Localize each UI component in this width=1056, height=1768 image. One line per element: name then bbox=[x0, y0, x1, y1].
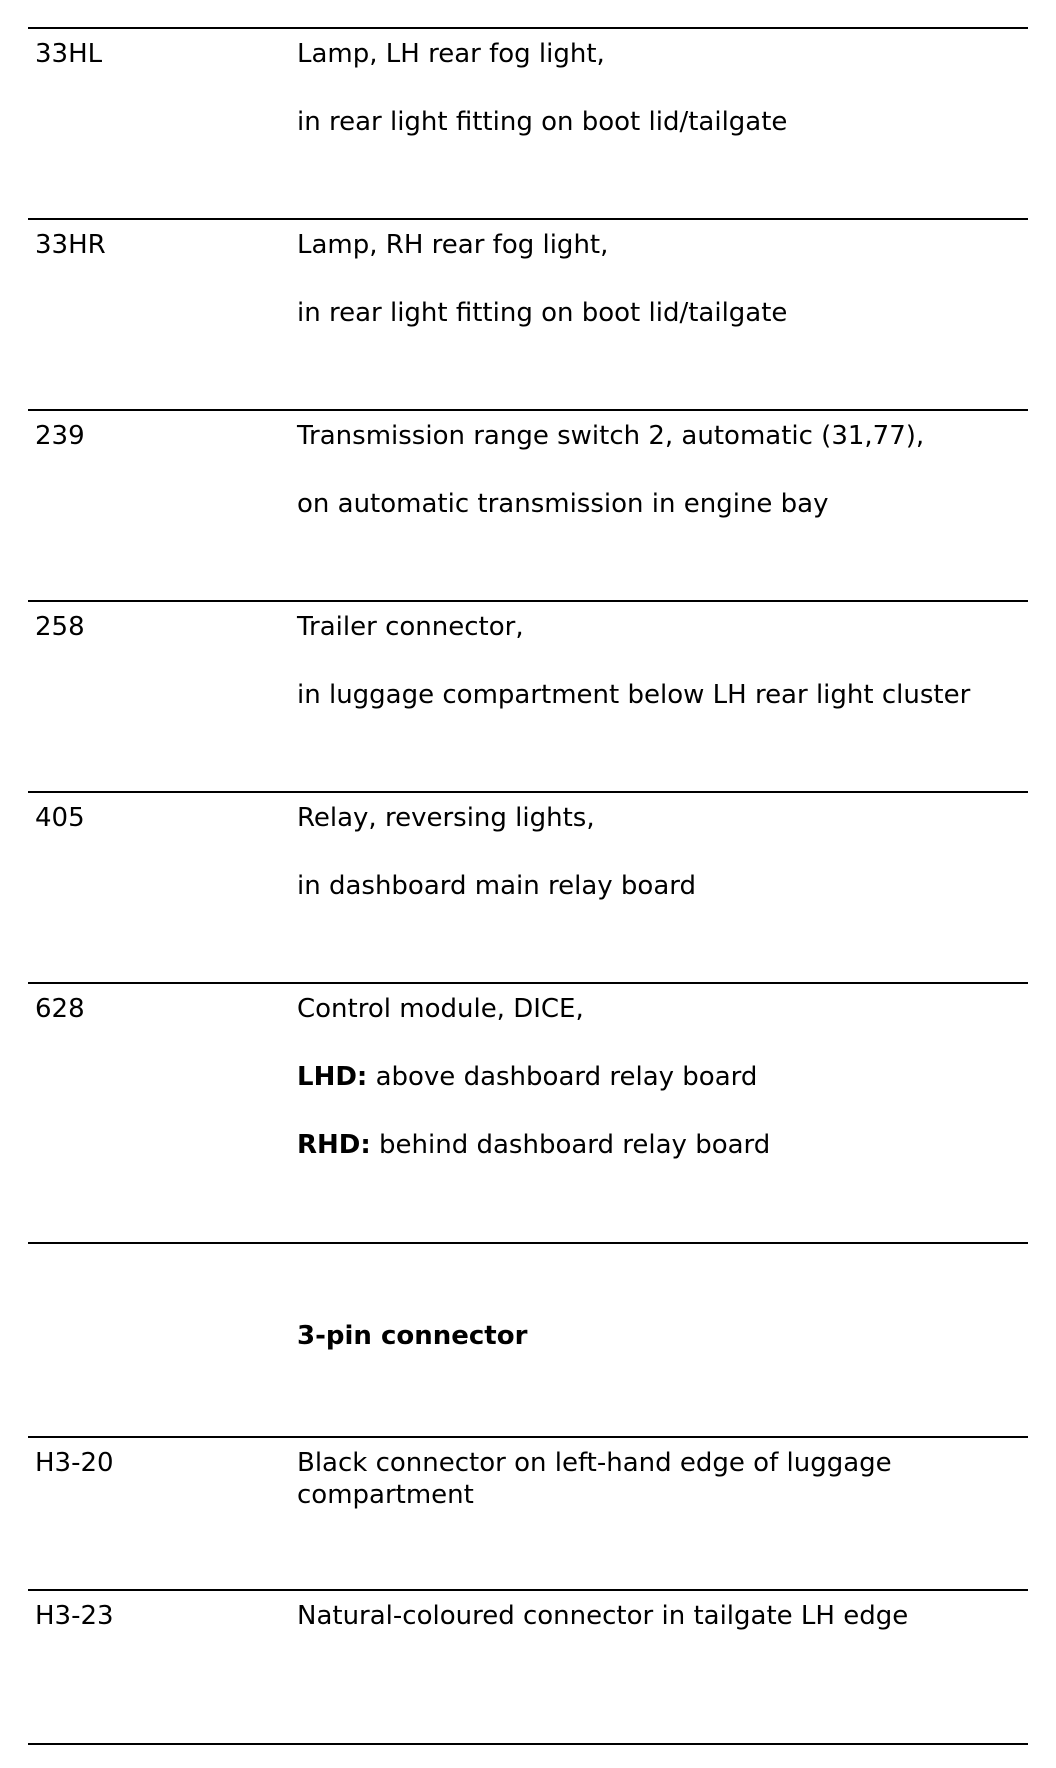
lhd-text: above dashboard relay board bbox=[367, 1062, 758, 1092]
component-code: 405 bbox=[35, 803, 85, 833]
component-location: in dashboard main relay board bbox=[297, 871, 697, 901]
component-location: in rear light fitting on boot lid/tailga… bbox=[297, 107, 788, 137]
component-code: 258 bbox=[35, 612, 85, 642]
row-divider bbox=[28, 600, 1028, 602]
row-divider bbox=[28, 27, 1028, 29]
row-divider bbox=[28, 791, 1028, 793]
component-name: Control module, DICE, bbox=[297, 994, 584, 1024]
component-location-rhd: RHD: behind dashboard relay board bbox=[297, 1129, 770, 1161]
component-name: Transmission range switch 2, automatic (… bbox=[297, 421, 925, 451]
component-location: on automatic transmission in engine bay bbox=[297, 489, 829, 519]
component-code: 628 bbox=[35, 994, 85, 1024]
connector-description: Black connector on left-hand edge of lug… bbox=[297, 1448, 892, 1510]
connector-code: H3-20 bbox=[35, 1448, 114, 1478]
component-name: Lamp, LH rear fog light, bbox=[297, 39, 605, 69]
rhd-text: behind dashboard relay board bbox=[370, 1130, 771, 1160]
row-divider bbox=[28, 409, 1028, 411]
row-divider bbox=[28, 1242, 1028, 1244]
component-code: 33HL bbox=[35, 39, 103, 69]
row-divider bbox=[28, 1436, 1028, 1438]
component-code: 33HR bbox=[35, 230, 106, 260]
row-divider bbox=[28, 982, 1028, 984]
section-heading: 3-pin connector bbox=[297, 1321, 528, 1351]
connector-description: Natural-coloured connector in tailgate L… bbox=[297, 1601, 909, 1631]
connector-code: H3-23 bbox=[35, 1601, 114, 1631]
component-code: 239 bbox=[35, 421, 85, 451]
component-location: in luggage compartment below LH rear lig… bbox=[297, 680, 971, 710]
rhd-label: RHD: bbox=[297, 1130, 371, 1160]
lhd-label: LHD: bbox=[297, 1062, 368, 1092]
row-divider bbox=[28, 1743, 1028, 1745]
row-divider bbox=[28, 1589, 1028, 1591]
component-name: Trailer connector, bbox=[297, 612, 524, 642]
component-location-lhd: LHD: above dashboard relay board bbox=[297, 1061, 757, 1093]
row-divider bbox=[28, 218, 1028, 220]
component-name: Relay, reversing lights, bbox=[297, 803, 595, 833]
component-location: in rear light fitting on boot lid/tailga… bbox=[297, 298, 788, 328]
component-name: Lamp, RH rear fog light, bbox=[297, 230, 609, 260]
